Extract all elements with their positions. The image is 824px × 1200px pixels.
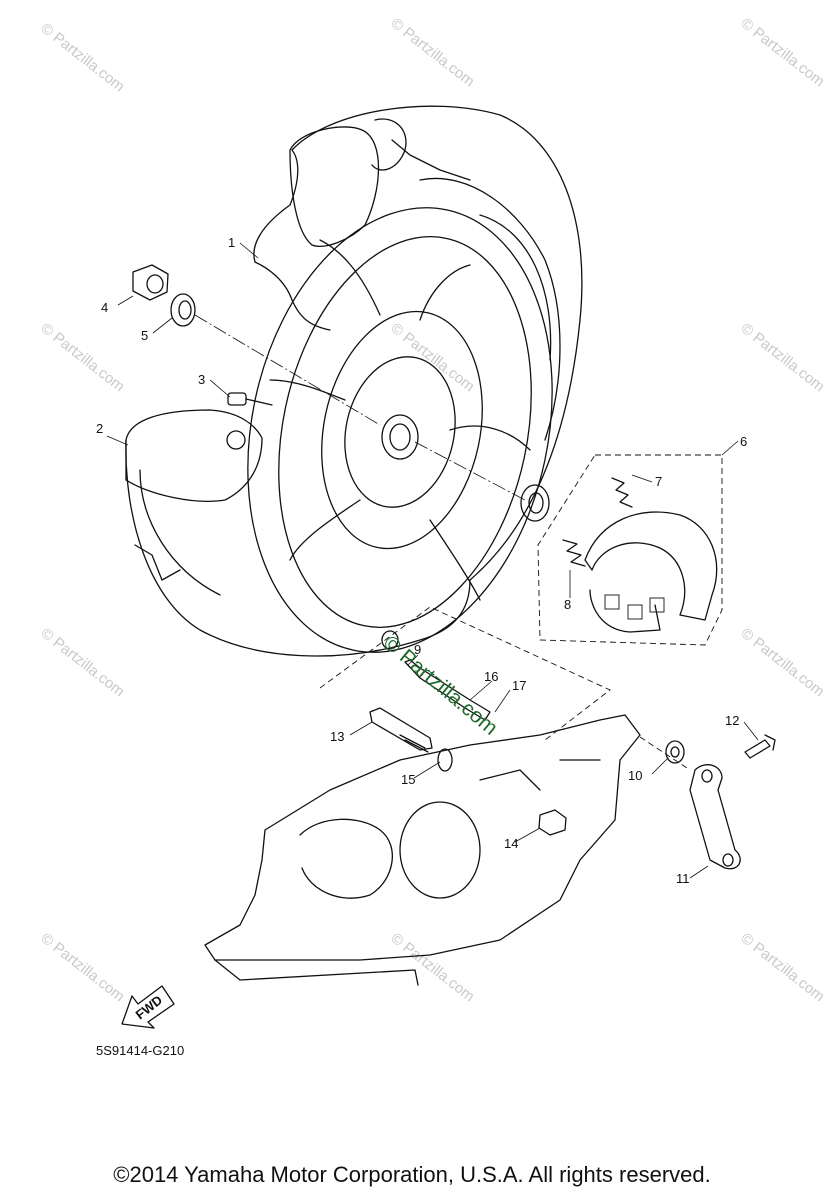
- callout-13: 13: [330, 729, 344, 744]
- watermark: © Partzilla.com: [738, 625, 824, 701]
- watermark: © Partzilla.com: [388, 15, 478, 91]
- rear-wheel-rim: [247, 207, 553, 653]
- brake-arm-11: [689, 764, 741, 870]
- brake-camshaft: [381, 630, 491, 721]
- swingarm-bolt: [226, 392, 273, 450]
- axle-nut: [132, 264, 169, 301]
- callout-10: 10: [628, 768, 642, 783]
- callout-17: 17: [512, 678, 526, 693]
- brake-shoe-kit: [537, 454, 723, 646]
- callout-9: 9: [414, 642, 421, 657]
- rear-tire: [253, 105, 583, 581]
- nut-14: [538, 809, 567, 836]
- callout-4: 4: [101, 300, 108, 315]
- fwd-label: FWD: [133, 992, 166, 1022]
- callout-5: 5: [141, 328, 148, 343]
- watermark: © Partzilla.com: [388, 930, 478, 1006]
- washer-5: [170, 293, 196, 327]
- hub-spacer: [520, 484, 550, 522]
- watermark: © Partzilla.com: [38, 320, 128, 396]
- callout-leaders: [106, 242, 759, 879]
- callout-15: 15: [401, 772, 415, 787]
- crankcase-engine: [204, 714, 641, 986]
- axle-centerline: [194, 314, 381, 426]
- fwd-arrow-icon: FWD: [121, 985, 175, 1029]
- rear-tire-lower: [125, 409, 471, 657]
- callout-numbers: 1 2 3 4 5 6 7 8 9 10 11 12 13 14 15 16 1…: [96, 235, 747, 886]
- callout-6: 6: [740, 434, 747, 449]
- callout-12: 12: [725, 713, 739, 728]
- watermark-green: © Partzilla.com: [379, 631, 502, 740]
- watermark: © Partzilla.com: [38, 20, 128, 96]
- watermark: © Partzilla.com: [738, 320, 824, 396]
- copyright-notice: ©2014 Yamaha Motor Corporation, U.S.A. A…: [113, 1162, 711, 1187]
- watermark: © Partzilla.com: [38, 930, 128, 1006]
- callout-7: 7: [655, 474, 662, 489]
- washer-10: [665, 740, 685, 764]
- shaft-13: [369, 707, 433, 753]
- watermark: © Partzilla.com: [738, 930, 824, 1006]
- watermark: © Partzilla.com: [738, 15, 824, 91]
- callout-14: 14: [504, 836, 518, 851]
- watermark-grid: © Partzilla.com © Partzilla.com © Partzi…: [38, 15, 824, 1006]
- callout-2: 2: [96, 421, 103, 436]
- callout-8: 8: [564, 597, 571, 612]
- wheel-hub-axle-bore: [381, 414, 419, 460]
- o-ring-15: [437, 748, 453, 772]
- bolt-12: [744, 734, 776, 759]
- drawing-code: 5S91414-G210: [96, 1043, 184, 1058]
- callout-3: 3: [198, 372, 205, 387]
- arm-centerline: [639, 736, 691, 771]
- lower-kit-outline: [319, 606, 611, 741]
- callout-16: 16: [484, 669, 498, 684]
- callout-11: 11: [676, 871, 690, 886]
- hub-centerline: [414, 441, 526, 501]
- watermark: © Partzilla.com: [38, 625, 128, 701]
- callout-1: 1: [228, 235, 235, 250]
